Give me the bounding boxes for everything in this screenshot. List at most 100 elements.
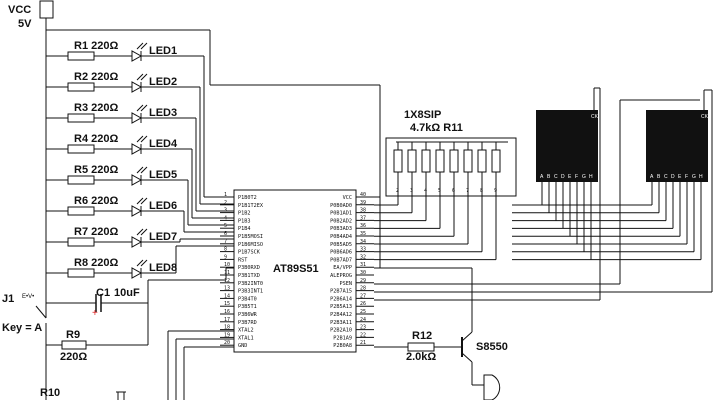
display-segment-label: F	[575, 174, 578, 180]
display-segment-label: D	[671, 174, 675, 180]
display-segment-label: A	[540, 174, 544, 180]
display-body	[646, 110, 708, 182]
sip-pin-number: 7	[466, 188, 469, 194]
mcu-chip	[233, 189, 357, 353]
display-ck-label: CK	[591, 114, 599, 120]
led-diode	[131, 112, 143, 124]
led-diode	[131, 174, 143, 186]
mcu-pin-name: P3B3INT1	[238, 289, 263, 295]
display-segment-label: B	[547, 174, 551, 180]
mcu-pin-number: 20	[224, 340, 230, 346]
sip-pin-number: 9	[494, 188, 497, 194]
mcu-pin-name: GND	[238, 343, 247, 349]
led-diode	[131, 205, 143, 217]
mcu-pin-number: 6	[224, 231, 227, 237]
resistor-label: R2 220Ω	[74, 71, 118, 83]
led-label: LED7	[149, 231, 177, 243]
resistor	[67, 113, 95, 123]
mcu-pin-number: 30	[360, 270, 366, 276]
sip-type: 1X8SIP	[404, 109, 441, 121]
mcu-pin-name: RST	[238, 257, 247, 263]
mcu-pin-name: P0B5AD5	[330, 242, 352, 248]
mcu-pin-name: P3B5T1	[238, 304, 257, 310]
resistor	[67, 144, 95, 154]
led-diode	[131, 143, 143, 155]
mcu-pin-number: 31	[360, 262, 366, 268]
mcu-pin-name: P0B3AD3	[330, 226, 352, 232]
mcu-pin-name: P0B7AD7	[330, 257, 352, 263]
vcc-label: VCC	[8, 4, 31, 16]
vcc-terminal	[39, 0, 54, 19]
mcu-pin-number: 2	[224, 200, 227, 206]
display-segment-label: G	[692, 174, 696, 180]
mcu-pin-name: P1B6MISO	[238, 242, 263, 248]
mcu-pin-name: P1B5MOSI	[238, 234, 263, 240]
sip-resistor	[477, 149, 487, 173]
led-label: LED1	[149, 45, 177, 57]
resistor	[67, 206, 95, 216]
mcu-pin-name: P0B0AD0	[330, 203, 352, 209]
mcu-pin-name: P3B7RD	[238, 320, 257, 326]
mcu-pin-name: P3B0RXD	[238, 265, 260, 271]
mcu-pin-name: ALEPROG	[330, 273, 352, 279]
mcu-pin-number: 4	[224, 215, 227, 221]
display-segment-label: B	[657, 174, 661, 180]
resistor-label: R5 220Ω	[74, 164, 118, 176]
mcu-pin-number: 37	[360, 215, 366, 221]
sip-resistor	[393, 149, 403, 173]
mcu-pin-name: P2B3A11	[330, 320, 352, 326]
led-diode	[131, 50, 143, 62]
switch-symbol: E•V•	[22, 294, 34, 300]
vcc-voltage: 5V	[18, 18, 32, 30]
mcu-pin-name: P1B2	[238, 211, 251, 217]
resistor	[67, 82, 95, 92]
mcu-pin-name: P2B7A15	[330, 289, 352, 295]
resistor-label: R4 220Ω	[74, 133, 118, 145]
r12-name: R12	[412, 330, 432, 342]
switch-name: J1	[2, 293, 14, 305]
resistor	[67, 51, 95, 61]
sip-resistor	[463, 149, 473, 173]
mcu-pin-name: P0B6AD6	[330, 250, 352, 256]
crystal-fragment	[116, 391, 126, 400]
led-label: LED3	[149, 107, 177, 119]
display-segment-label: C	[664, 174, 668, 180]
led-emission-arrows	[136, 73, 148, 81]
resistor	[67, 175, 95, 185]
r12-resistor	[407, 342, 435, 352]
led-label: LED8	[149, 262, 177, 274]
mcu-pin-name: P1B7SCK	[238, 250, 261, 256]
display-segment-label: C	[554, 174, 558, 180]
switch-key: Key = A	[2, 322, 42, 334]
display-segment-label: E	[568, 174, 572, 180]
mcu-pin-name: P3B2INT0	[238, 281, 263, 287]
resistor-label: R8 220Ω	[74, 257, 118, 269]
mcu-pin-name: PSEN	[340, 281, 353, 287]
sip-resistor	[435, 149, 445, 173]
mcu-pin-number: 39	[360, 200, 366, 206]
mcu-pin-number: 14	[224, 293, 230, 299]
mcu-pin-number: 24	[360, 317, 366, 323]
sip-resistor	[449, 149, 459, 173]
mcu-pin-name: P0B4AD4	[330, 234, 352, 240]
mcu-pin-name: P1B0T2	[238, 195, 257, 201]
mcu-pin-number: 18	[224, 325, 230, 331]
mcu-pin-name: P3B4T0	[238, 296, 257, 302]
resistor-label: R1 220Ω	[74, 40, 118, 52]
r9-resistor	[61, 340, 87, 350]
led-emission-arrows	[136, 259, 148, 267]
mcu-pin-number: 36	[360, 223, 366, 229]
mcu-pin-number: 38	[360, 208, 366, 214]
r9-value: 220Ω	[60, 351, 87, 363]
r10-name: R10	[40, 387, 60, 399]
mcu-pin-number: 5	[224, 223, 227, 229]
led-row: R8 220Ω LED8	[46, 245, 234, 279]
display-segment-label: D	[561, 174, 565, 180]
